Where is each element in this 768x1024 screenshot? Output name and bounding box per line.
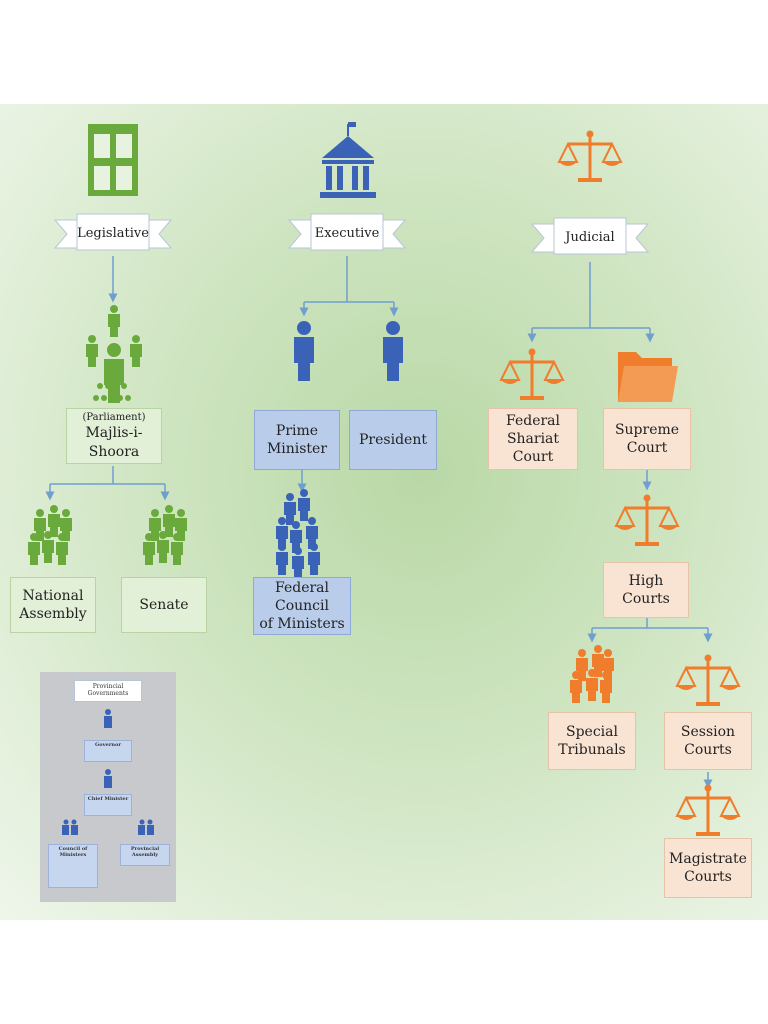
inset-chief-minister-box: Chief Minister (84, 794, 132, 816)
inset-assembly-box: Provincial Assembly (120, 844, 170, 866)
senate-label: Senate (139, 596, 189, 613)
supreme-court-box: Supreme Court (603, 408, 691, 470)
inset-council-box: Council of Ministers (48, 844, 98, 888)
person-icon (294, 321, 314, 381)
majlis-i-shoora-label: Majlis-i-Shoora (85, 425, 143, 460)
scales-icon (675, 783, 741, 838)
government-building-icon (320, 122, 376, 198)
inset-people-icons (62, 709, 154, 835)
prime-minister-box: Prime Minister (254, 410, 340, 470)
judicial-title: Judicial (565, 229, 615, 245)
inset-governor-box: Governor (84, 740, 132, 762)
magistrate-courts-box: Magistrate Courts (664, 838, 752, 898)
national-assembly-box: National Assembly (10, 577, 96, 633)
inset-title: Provincial Governments (74, 680, 142, 702)
scales-icon (614, 493, 680, 548)
scales-icon (557, 129, 623, 184)
national-assembly-people-icon (28, 505, 72, 565)
people-group-icon (570, 645, 614, 703)
senate-box: Senate (121, 577, 207, 633)
president-label: President (359, 431, 427, 448)
provincial-governments-thumbnail: Provincial Governments Governor Chief Mi… (40, 672, 176, 902)
building-icon (88, 124, 138, 196)
legislative-title: Legislative (77, 225, 149, 241)
scales-icon (499, 347, 565, 402)
parliament-label: (Parliament) (82, 412, 146, 424)
majlis-i-shoora-box: (Parliament) Majlis-i-Shoora (66, 408, 162, 464)
federal-council-box: Federal Council of Ministers (253, 577, 351, 635)
parliament-people-icon (86, 305, 142, 403)
person-icon (383, 321, 403, 381)
special-tribunals-box: Special Tribunals (548, 712, 636, 770)
senate-people-icon (143, 505, 187, 565)
president-box: President (349, 410, 437, 470)
scales-icon (675, 653, 741, 708)
people-group-icon (276, 489, 320, 579)
folder-icon (618, 352, 678, 402)
federal-shariat-court-box: Federal Shariat Court (488, 408, 578, 470)
high-courts-box: High Courts (603, 562, 689, 618)
executive-title: Executive (314, 225, 380, 241)
session-courts-box: Session Courts (664, 712, 752, 770)
